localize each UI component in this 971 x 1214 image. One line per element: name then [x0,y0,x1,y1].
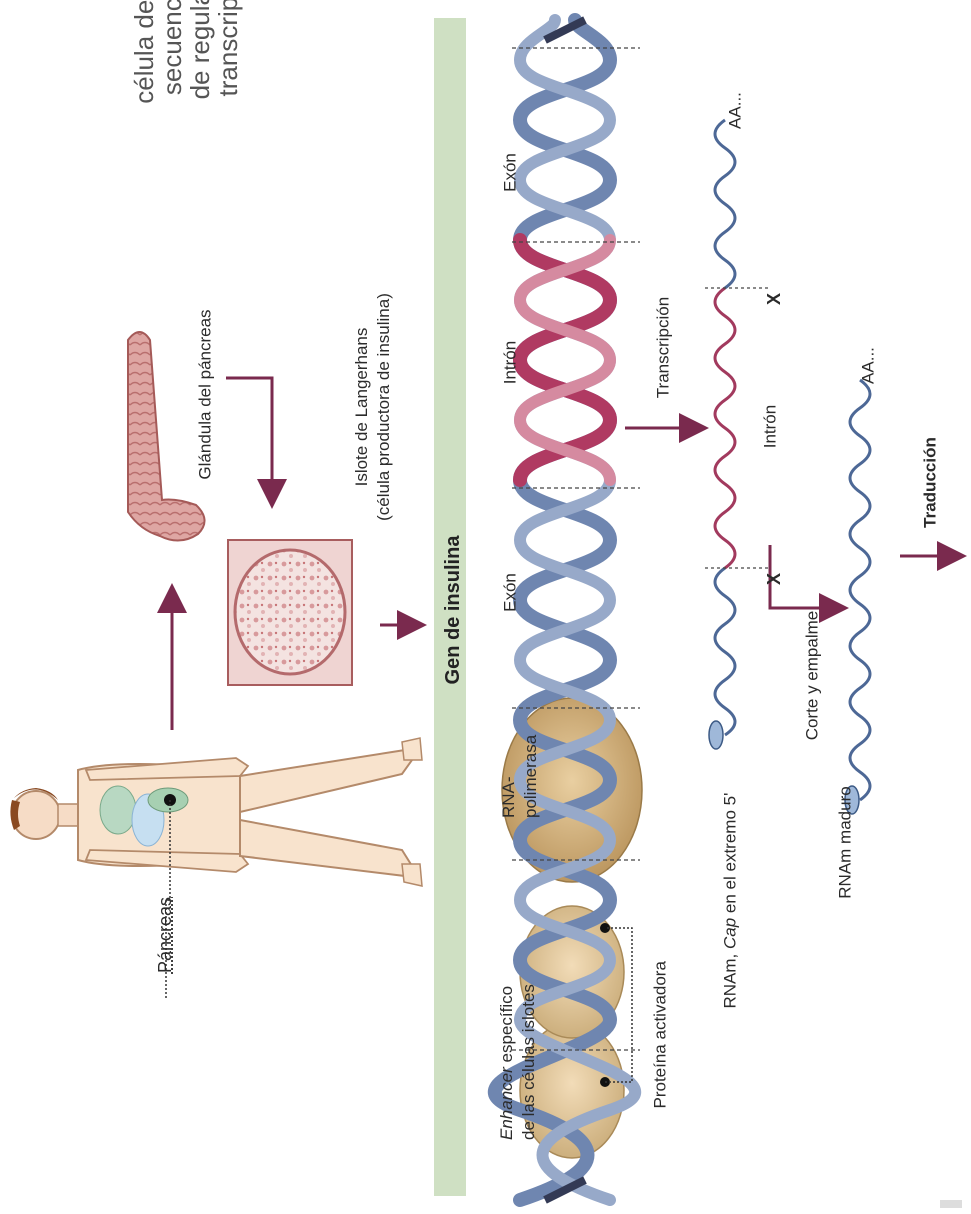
human-figure-icon [10,738,422,886]
label-aa-2: AA... [860,331,877,401]
label-gen: Gen de insulina [443,525,463,695]
label-intron-dna: Intrón [502,318,519,408]
mrna-cap: Cap [721,918,740,949]
label-transcripcion: Transcripción [655,273,672,423]
label-enhancer: Enhancer específico de las células islot… [496,910,540,1140]
arrow-to-islet [226,378,272,500]
islote-line1: Islote de Langerhans [351,267,373,547]
mrna-mature [845,380,870,814]
label-intron-rna: Intrón [762,387,779,467]
label-glandula: Glándula del páncreas [197,300,214,490]
rna-pol-line2: polimerasa [520,678,542,818]
label-x-1: X [765,564,783,594]
label-pancreas: Páncreas [156,880,174,990]
enhancer-rest: específico [497,986,516,1067]
rna-pol-line1: RNA- [498,678,520,818]
label-mrna-maduro: RNAm maduro [837,768,854,918]
label-aa-1: AA... [727,76,744,146]
pancreas-gland-icon [128,332,205,541]
label-corte-empalme: Corte y empalme [804,596,821,756]
mrna-suffix: en el extremo 5' [721,793,740,918]
label-exon-1: Exón [502,553,519,633]
label-exon-2: Exón [502,133,519,213]
label-traduccion: Traducción [922,423,939,543]
islet-micrograph-icon [228,540,352,685]
islote-line2: (célula productora de insulina) [373,267,395,547]
enhancer-line2: de las células islotes [518,910,540,1140]
label-proteina: Proteína activadora [652,909,669,1109]
label-x-2: X [765,284,783,314]
label-islote: Islote de Langerhans (célula productora … [351,267,395,547]
enhancer-italic: Enhancer [497,1067,516,1140]
mrna-prefix: RNAm, [721,949,740,1009]
label-rna-polimerasa: RNA- polimerasa [498,678,542,818]
label-mrna-cap: RNAm, Cap en el extremo 5' [722,749,739,1009]
